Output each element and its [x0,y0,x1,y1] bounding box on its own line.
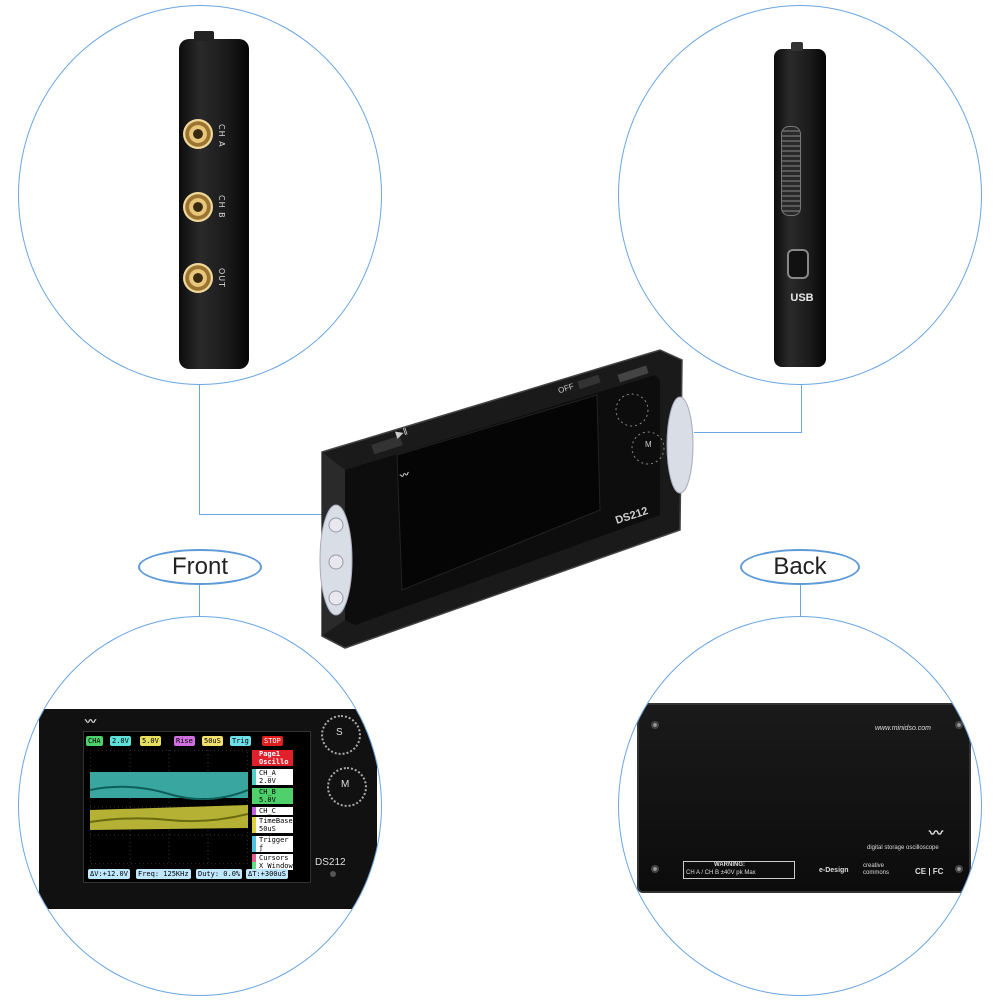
side-menu: Page1 Oscillo CH_A 2.0V CH_B 5.0V CH_C T… [252,750,298,870]
usb-side-detail-circle: USB [618,5,982,385]
micro-usb-port [787,249,809,279]
menu-page-subtitle[interactable]: Oscillo [252,758,293,766]
oscilloscope-screen: CHА 2.0V 5.0V Rise 50uS Trig STOP Pa [83,731,311,883]
menu-ch-a-value[interactable]: 2.0V [252,777,293,785]
menu-cursors[interactable]: Cursors [252,854,293,862]
roller-wheel [781,126,801,216]
ch-b-bnc-connector [183,192,213,222]
back-panel-detail-circle: www.minidso.com 〰 digital storage oscill… [618,616,982,996]
back-logo: 〰 [929,825,943,841]
connector-line-left [199,385,330,515]
menu-page-title[interactable]: Page1 [252,750,293,758]
menu-ch-b-value[interactable]: 5.0V [252,796,293,804]
ch-a-label: CH A [217,124,226,148]
menu-trigger-value[interactable]: ƒ [252,844,293,852]
device-body-svg [319,349,694,649]
readout-duty: Duty: 0.0% [196,869,243,879]
tag-timebase: 50uS [202,736,223,746]
menu-ch-a[interactable]: CH_A [252,769,293,777]
cert-marks: CE | FC [915,867,944,876]
side-edge-button [194,31,214,41]
s-knob[interactable] [321,715,361,755]
menu-trigger[interactable]: Trigger [252,836,293,844]
knob-m-label-small: M [645,440,652,449]
tag-ch-a-volts: 2.0V [110,736,131,746]
tag-trigger-mode: Trig [230,736,251,746]
readout-delta-v: ΔV:+12.0V [88,869,130,879]
model-label: DS212 [315,857,346,868]
menu-timebase-value[interactable]: 50uS [252,825,293,833]
status-led [330,871,336,877]
website-text: www.minidso.com [875,725,932,732]
device-center: ▶‖ OFF DS212 M 〰 [300,340,720,660]
usb-label: USB [790,292,814,304]
menu-ch-c[interactable]: CH_C [252,807,293,815]
screw-top-right [955,721,963,729]
out-label: OUT [217,268,226,289]
menu-timebase[interactable]: TimeBase [252,817,293,825]
screw-bottom-left [651,865,659,873]
connector-line-right [694,385,802,433]
front-label: Front [138,549,262,585]
back-label: Back [740,549,860,585]
connector-front [199,580,200,635]
screw-top-left [651,721,659,729]
warning-text: CH A / CH B ±40V pk Max [686,870,756,876]
waveform-plot [90,750,248,864]
readout-frequency: Freq: 125KHz [136,869,191,879]
warning-box: WARNING: CH A / CH B ±40V pk Max [683,861,795,879]
menu-ch-b[interactable]: CH_B [252,788,293,796]
cc-text: creative commons [863,863,890,876]
tag-run-state: STOP [262,736,283,746]
brand-text: e-Design [819,867,849,874]
front-logo: 〰 [85,716,96,728]
device-back-panel: www.minidso.com 〰 digital storage oscill… [637,703,971,893]
side-ports-detail-circle: CH A CH B OUT [18,5,382,385]
product-text: digital storage oscilloscope [867,845,939,851]
menu-x-window[interactable]: X_Window [252,862,293,870]
trace-a [90,772,248,798]
front-screen-detail-circle: 〰 CHА 2.0V 5.0V Rise 50uS Trig STOP [18,616,382,996]
out-bnc-connector [183,263,213,293]
screw-bottom-right [955,865,963,873]
warning-title: WARNING: [714,862,745,868]
connector-back [800,580,801,635]
tag-trigger-edge: Rise [174,736,195,746]
ch-a-bnc-connector [183,119,213,149]
s-knob-label: S [336,727,343,738]
m-knob[interactable] [327,767,367,807]
readout-delta-t: ΔT:+300uS [246,869,288,879]
tag-ch-b-volts: 5.0V [140,736,161,746]
m-knob-label: M [341,779,350,790]
trace-b [90,805,248,830]
ch-b-label: CH B [217,195,226,219]
tag-channel: CHА [86,736,103,746]
device-front-panel: 〰 CHА 2.0V 5.0V Rise 50uS Trig STOP [39,709,377,909]
edge-tab [791,42,803,51]
